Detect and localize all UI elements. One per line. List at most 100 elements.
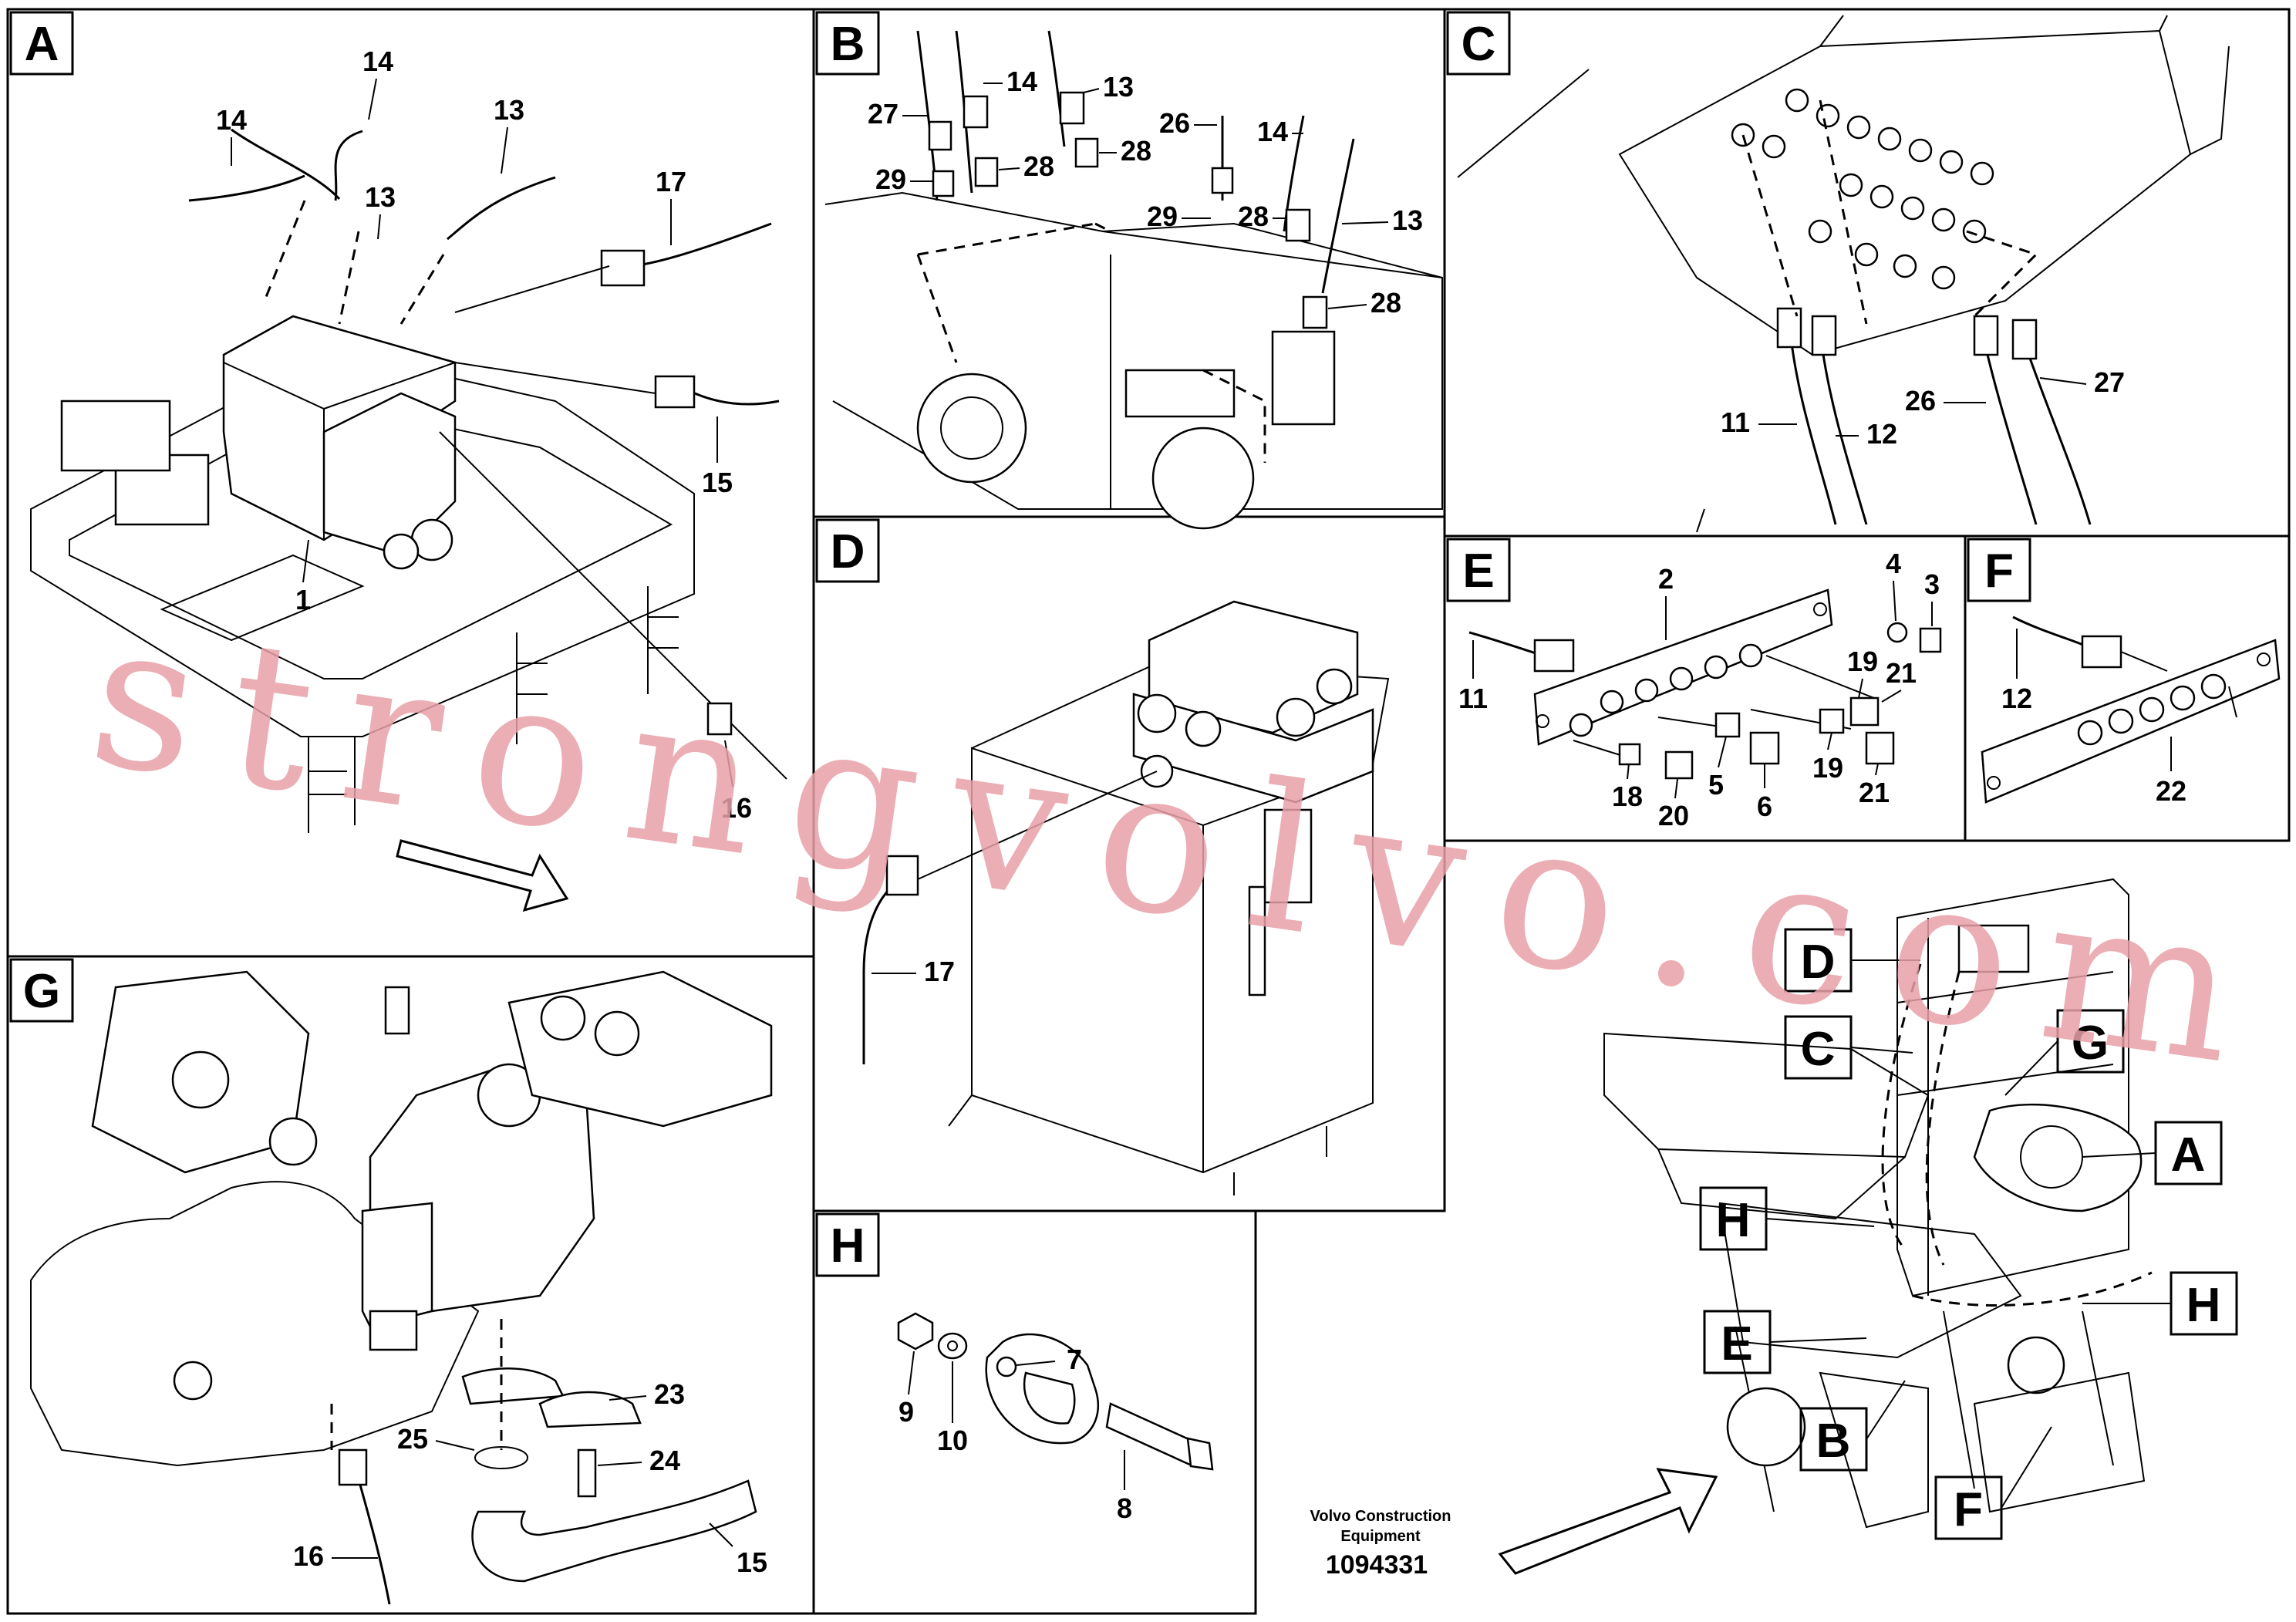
callout-e-18: 18 — [1612, 781, 1643, 812]
panel-letter-b: B — [815, 11, 880, 76]
callout-a-1: 1 — [295, 584, 311, 615]
callout-b-29-left: 29 — [875, 164, 906, 195]
callout-h-8: 8 — [1117, 1492, 1132, 1524]
svg-text:F: F — [1954, 1483, 1983, 1536]
document-number: 1094331 — [1326, 1550, 1428, 1580]
callout-b-13-left: 13 — [1103, 71, 1134, 103]
svg-text:B: B — [831, 18, 865, 71]
callout-h-10: 10 — [937, 1425, 968, 1456]
callout-b-26: 26 — [1159, 107, 1190, 139]
callout-e-4: 4 — [1886, 548, 1901, 579]
overview-key-h-left: H — [1699, 1186, 1875, 1251]
callout-h-9: 9 — [899, 1396, 914, 1428]
callout-e-11: 11 — [1458, 683, 1488, 714]
panel-c-drawing — [1457, 15, 2230, 533]
panel-a-drawing — [30, 128, 787, 912]
overview-key-d: D — [1784, 928, 1920, 993]
callout-b-14-right: 14 — [1257, 116, 1288, 147]
panel-letter-d: D — [815, 518, 880, 583]
callout-f-22: 22 — [2156, 775, 2186, 807]
callout-e-2: 2 — [1658, 563, 1674, 595]
overview-key-g: G — [2004, 1009, 2125, 1096]
svg-text:E: E — [1462, 545, 1494, 598]
svg-text:A: A — [25, 18, 59, 71]
svg-text:A: A — [2171, 1128, 2206, 1182]
panel-a-callouts: 14 14 13 13 17 15 1 16 — [216, 46, 752, 824]
callout-b-28-bottom: 28 — [1371, 287, 1401, 319]
callout-g-16: 16 — [293, 1540, 324, 1572]
company-line-1: Volvo Construction — [1310, 1508, 1451, 1525]
callout-a-15: 15 — [702, 467, 733, 498]
panel-letter-h: H — [815, 1212, 880, 1277]
svg-text:C: C — [1801, 1023, 1836, 1076]
panel-letter-e: E — [1446, 538, 1511, 602]
panel-letter-f: F — [1967, 538, 2031, 602]
panel-h-callouts: 7 9 10 8 — [899, 1344, 1132, 1524]
svg-text:G: G — [2072, 1017, 2109, 1070]
callout-f-12: 12 — [2001, 683, 2032, 714]
callout-a-14-left: 14 — [216, 104, 247, 136]
callout-b-28-mid: 28 — [1023, 150, 1054, 182]
callout-e-5: 5 — [1708, 769, 1724, 801]
callout-g-23: 23 — [654, 1378, 685, 1410]
panel-d-drawing — [862, 600, 1390, 1195]
overview-key-e: E — [1703, 1310, 1867, 1374]
panel-c-callouts: 11 12 26 27 — [1721, 366, 2125, 450]
callout-a-17: 17 — [656, 166, 686, 197]
callout-b-29-right: 29 — [1147, 201, 1178, 232]
callout-e-19-top: 19 — [1847, 646, 1878, 677]
svg-text:E: E — [1721, 1317, 1752, 1371]
svg-text:H: H — [2186, 1279, 2221, 1332]
panel-e-drawing — [1468, 588, 1942, 780]
callout-e-6: 6 — [1757, 791, 1772, 822]
document-identification: Volvo Construction Equipment 1094331 — [1310, 1508, 1451, 1580]
panel-b-callouts: 27 14 13 29 28 28 26 14 29 28 13 28 — [868, 66, 1423, 319]
panel-letter-boxes: A B C D E F G H — [9, 11, 2031, 1277]
callout-b-14-left: 14 — [1006, 66, 1037, 97]
overview-keys: D C G A H H E — [1699, 928, 2238, 1540]
panel-g-callouts: 23 25 24 16 15 — [293, 1378, 767, 1578]
company-line-2: Equipment — [1340, 1528, 1421, 1545]
callout-b-28-right: 28 — [1121, 135, 1151, 167]
callout-g-15: 15 — [737, 1546, 767, 1578]
callout-b-27: 27 — [868, 98, 899, 130]
panel-e-callouts: 2 4 3 11 19 21 18 20 5 6 19 21 — [1458, 548, 1940, 831]
callout-c-11: 11 — [1721, 406, 1750, 438]
svg-text:G: G — [23, 965, 60, 1018]
panel-letter-c: C — [1446, 11, 1511, 76]
callout-e-3: 3 — [1924, 568, 1940, 600]
callout-e-21-top: 21 — [1886, 657, 1917, 689]
callout-g-25: 25 — [397, 1423, 428, 1455]
callout-a-14-top: 14 — [362, 46, 393, 77]
overview-key-h-right: H — [2082, 1271, 2238, 1336]
panel-d-callouts: 17 — [872, 956, 955, 987]
svg-text:D: D — [1801, 936, 1836, 989]
svg-text:H: H — [1716, 1194, 1751, 1247]
callout-e-19-bottom: 19 — [1812, 752, 1843, 784]
panel-f-drawing — [1981, 615, 2281, 804]
panel-f-callouts: 12 22 — [2001, 629, 2186, 807]
callout-a-13-mid: 13 — [365, 181, 396, 213]
svg-text:B: B — [1816, 1415, 1851, 1468]
callout-e-21-bottom: 21 — [1859, 777, 1890, 808]
callout-e-20: 20 — [1658, 800, 1689, 831]
callout-a-13-top: 13 — [494, 94, 524, 126]
overview-key-a: A — [2082, 1121, 2223, 1185]
panel-letter-a: A — [9, 11, 74, 76]
panel-g-drawing — [30, 970, 773, 1605]
panel-h-drawing — [897, 1312, 1214, 1471]
callout-d-17: 17 — [924, 956, 955, 987]
callout-a-16: 16 — [721, 792, 752, 824]
svg-text:C: C — [1462, 18, 1496, 71]
overview-key-c: C — [1784, 1015, 1913, 1080]
panel-b-drawing — [824, 30, 1443, 530]
callout-c-26: 26 — [1905, 385, 1936, 416]
callout-h-7: 7 — [1067, 1344, 1082, 1375]
svg-text:F: F — [1984, 545, 2014, 598]
panel-frames — [6, 8, 2291, 1615]
callout-b-28-lower: 28 — [1238, 201, 1269, 232]
panel-letter-g: G — [9, 958, 74, 1023]
svg-text:D: D — [831, 525, 865, 578]
overview-machine-drawing — [1498, 878, 2153, 1575]
